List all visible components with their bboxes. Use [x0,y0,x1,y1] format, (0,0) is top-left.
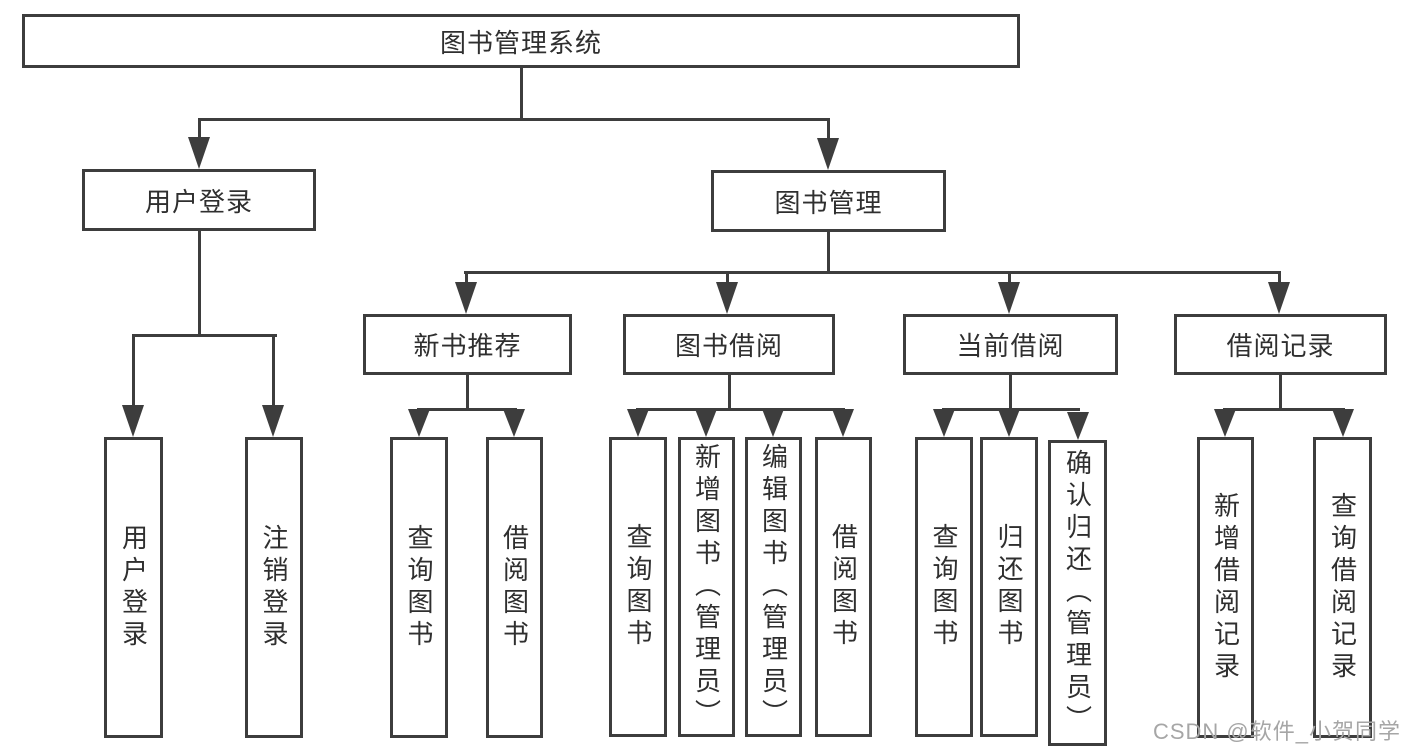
leaf-bb-borrow-books: 借阅图书 [815,437,872,737]
node-book-borrow: 图书借阅 [623,314,835,375]
connector-leaf-logout-stem [272,334,275,410]
leaf-bb-edit-books-label: 编辑图书（管理员） [758,443,789,731]
arrowhead-borrow-record [1268,282,1290,314]
node-borrow-record-label: 借阅记录 [1226,331,1335,361]
leaf-user-login: 用户登录 [104,437,163,738]
arrowhead-br-query [1332,409,1354,437]
leaf-nbr-query-books: 查询图书 [390,437,448,738]
arrowhead-new-book-rec [455,282,477,314]
node-new-book-rec-label: 新书推荐 [413,331,522,361]
arrowhead-cb-return [998,409,1020,437]
arrowhead-cb-query [933,409,955,437]
arrowhead-user-login [188,137,210,169]
connector-current-borrow-stem [1008,271,1011,287]
arrowhead-leaf-logout [262,405,284,437]
node-new-book-rec: 新书推荐 [363,314,572,375]
connector-user-login-down [198,231,201,337]
leaf-cb-confirm-return: 确认归还（管理员） [1048,440,1107,746]
connector-book-mgmt-stem [827,118,830,142]
connector-br-down [1279,375,1282,411]
connector-user-login-stem [198,118,201,142]
leaf-nbr-query-books-label: 查询图书 [404,523,434,652]
leaf-bb-borrow-books-label: 借阅图书 [828,523,859,651]
connector-bb-rail [636,408,845,411]
leaf-br-add-record-label: 新增借阅记录 [1210,491,1241,684]
node-current-borrow: 当前借阅 [903,314,1118,375]
connector-bb-down [728,375,731,411]
connector-level2-rail [464,271,1281,274]
leaf-cb-return-books-label: 归还图书 [994,523,1024,651]
leaf-bb-query-books-label: 查询图书 [623,523,653,651]
connector-nbr-down [466,375,469,411]
leaf-bb-add-books-label: 新增图书（管理员） [691,443,722,731]
connector-book-borrow-stem [726,271,729,287]
leaf-cb-query-books-label: 查询图书 [929,523,959,651]
leaf-logout-label: 注销登录 [259,523,289,652]
leaf-logout: 注销登录 [245,437,303,738]
leaf-br-query-record: 查询借阅记录 [1313,437,1372,738]
arrowhead-br-add [1214,409,1236,437]
connector-br-rail [1223,408,1345,411]
connector-new-book-rec-stem [465,271,468,287]
leaf-nbr-borrow-books-label: 借阅图书 [499,523,530,652]
leaf-bb-edit-books: 编辑图书（管理员） [745,437,802,737]
node-book-mgmt-label: 图书管理 [774,187,883,218]
connector-level1-rail [198,118,830,121]
leaf-cb-query-books: 查询图书 [915,437,973,737]
leaf-user-login-label: 用户登录 [118,523,149,652]
arrowhead-nbr-query [408,409,430,437]
leaf-br-query-record-label: 查询借阅记录 [1327,491,1358,684]
connector-user-login-rail [132,334,277,337]
arrowhead-book-borrow [716,282,738,314]
node-root: 图书管理系统 [22,14,1020,68]
leaf-cb-confirm-return-label: 确认归还（管理员） [1062,449,1093,737]
connector-borrow-record-stem [1278,271,1281,287]
node-root-label: 图书管理系统 [439,27,602,58]
arrowhead-bb-borrow [832,409,854,437]
csdn-watermark: CSDN @软件_小贺同学 [1152,719,1401,744]
arrowhead-nbr-borrow [503,409,525,437]
node-borrow-record: 借阅记录 [1174,314,1387,375]
leaf-br-add-record: 新增借阅记录 [1197,437,1254,738]
leaf-cb-return-books: 归还图书 [980,437,1038,737]
leaf-bb-add-books: 新增图书（管理员） [678,437,735,737]
arrowhead-bb-add [695,409,717,437]
arrowhead-book-mgmt [817,138,839,170]
arrowhead-cb-confirm [1067,412,1089,440]
node-user-login-label: 用户登录 [144,186,253,217]
node-current-borrow-label: 当前借阅 [956,331,1065,361]
connector-cb-down [1009,375,1012,411]
leaf-bb-query-books: 查询图书 [609,437,667,737]
connector-root-stem [520,68,523,121]
arrowhead-leaf-user-login [122,405,144,437]
arrowhead-bb-edit [762,409,784,437]
arrowhead-bb-query [627,409,649,437]
connector-nbr-rail [417,408,517,411]
arrowhead-current-borrow [998,282,1020,314]
connector-book-mgmt-down [827,232,830,274]
leaf-nbr-borrow-books: 借阅图书 [486,437,543,738]
connector-leaf-user-login-stem [132,334,135,410]
node-user-login: 用户登录 [82,169,316,231]
node-book-mgmt: 图书管理 [711,170,946,232]
node-book-borrow-label: 图书借阅 [674,331,783,361]
